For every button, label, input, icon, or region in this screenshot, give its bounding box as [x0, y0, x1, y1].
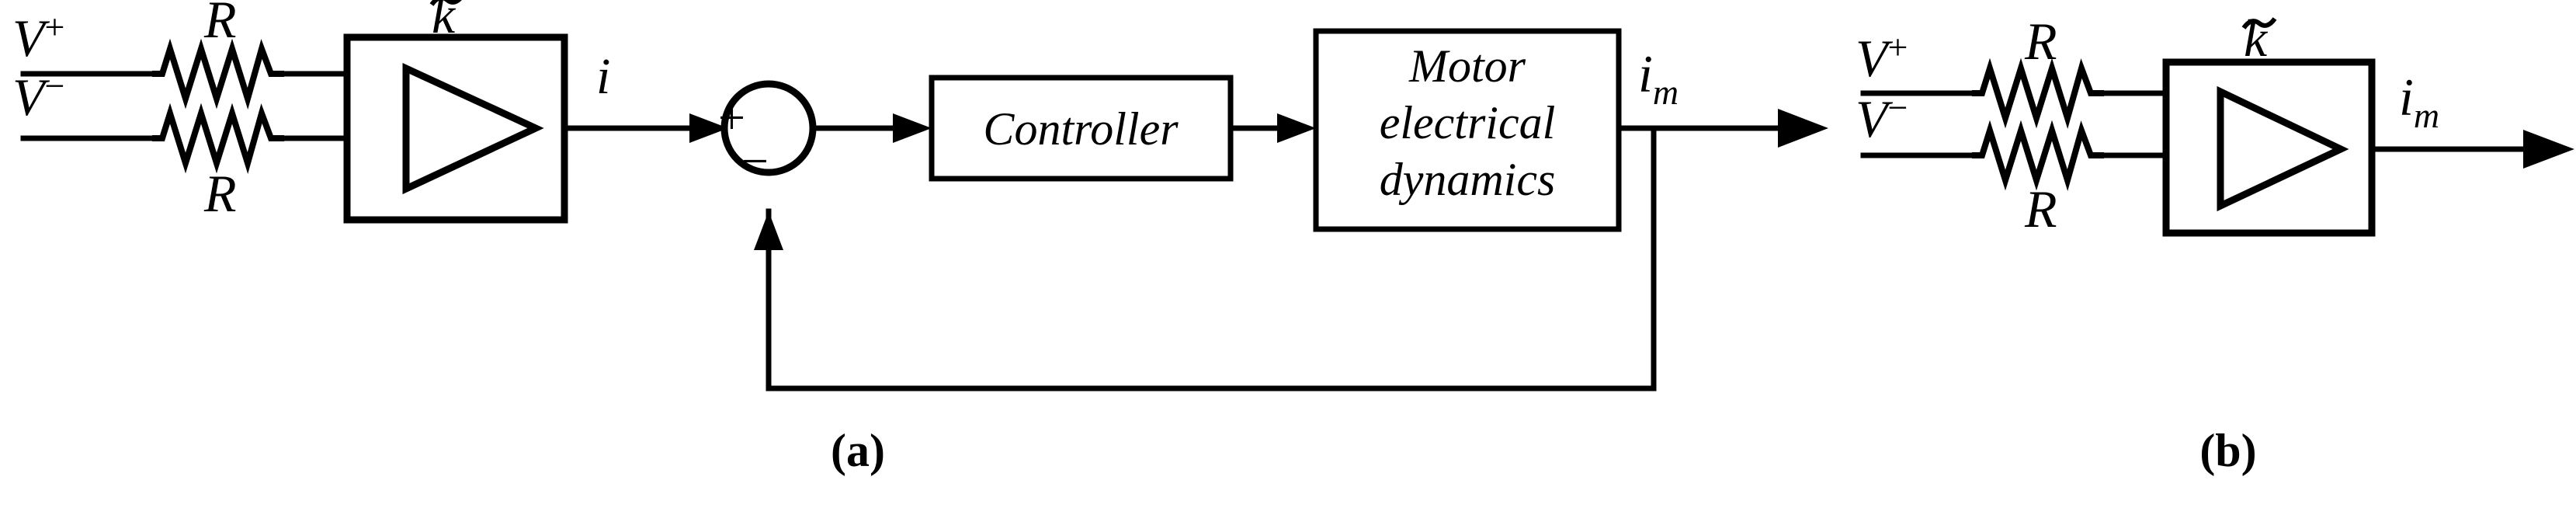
motor-dynamics-box: [1313, 28, 1622, 232]
arrowhead-feedback: [754, 211, 783, 250]
text-motor-line3: dynamics: [1380, 154, 1556, 205]
panel-a-group: [20, 28, 1828, 391]
v-plus-input-line-b: [1860, 68, 2169, 118]
arrowhead-into-motor: [1277, 113, 1316, 143]
panel-b-group: [1860, 58, 2574, 237]
resistor-bottom-b: [1972, 130, 2104, 180]
v-minus-input-line: [20, 113, 350, 163]
label-gain-k-b: k: [2244, 9, 2269, 68]
label-resistor-bottom-a: R: [203, 164, 237, 223]
label-v-minus-b: V−: [1856, 88, 1908, 148]
amplifier-triangle-a: [402, 62, 544, 195]
feedback-path-a: [766, 125, 1657, 391]
tilde-accent-a: [429, 0, 462, 6]
tilde-accent-b: [2241, 17, 2277, 30]
label-v-minus-a: V−: [12, 66, 65, 127]
v-minus-input-line-b: [1860, 130, 2169, 180]
arrowhead-output-a: [1778, 109, 1828, 148]
text-motor-line1: Motor: [1408, 40, 1526, 92]
label-v-plus-a: V+: [12, 7, 65, 68]
label-gain-a: k: [429, 0, 462, 44]
arrowhead-into-controller: [893, 113, 932, 143]
caption-b: (b): [2199, 425, 2256, 476]
arrowhead-into-sum: [689, 113, 728, 143]
amplifier-triangle-b: [2217, 85, 2349, 212]
resistor-top-a: [152, 49, 284, 99]
label-current-i-a: i: [596, 48, 610, 105]
resistor-top-b: [1972, 68, 2104, 118]
label-output-current-a: im: [1638, 44, 1679, 112]
label-sum-minus: −: [741, 135, 769, 188]
label-sum-plus: +: [718, 92, 745, 144]
caption-a: (a): [831, 425, 885, 476]
label-gain-b: k: [2241, 9, 2277, 68]
label-resistor-top-b: R: [2024, 12, 2057, 71]
v-plus-input-line: [20, 49, 350, 99]
text-controller: Controller: [983, 103, 1179, 155]
arrowhead-output-b: [2523, 130, 2574, 169]
text-motor-line2: electrical: [1380, 97, 1556, 148]
label-resistor-top-a: R: [203, 0, 237, 49]
label-v-plus-b: V+: [1856, 27, 1908, 88]
label-output-current-b: im: [2399, 68, 2439, 135]
label-resistor-bottom-b: R: [2024, 179, 2057, 238]
controller-box: [929, 75, 1234, 182]
resistor-bottom-a: [152, 113, 284, 163]
label-gain-k-a: k: [432, 0, 457, 44]
